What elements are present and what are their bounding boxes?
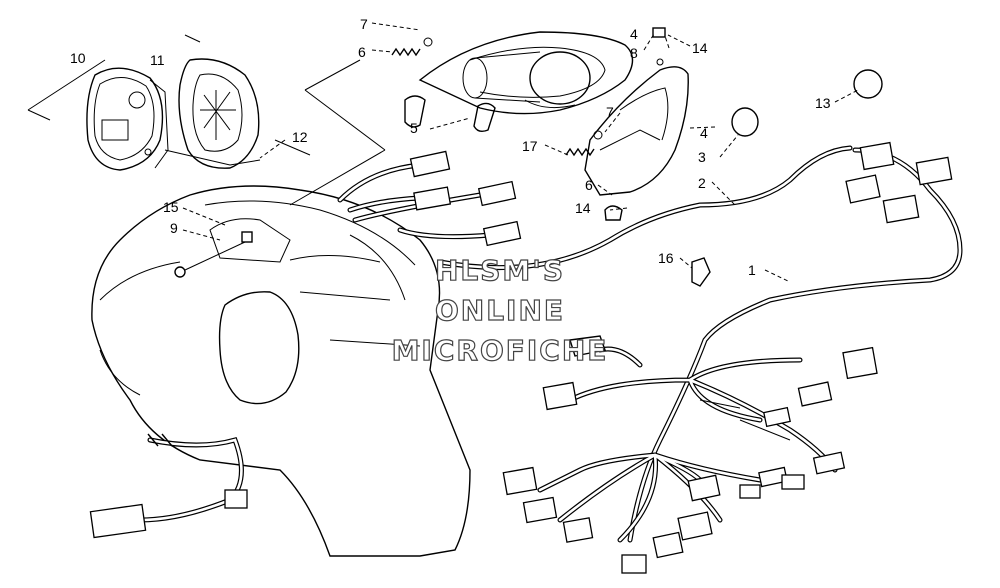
leader-lines	[182, 22, 859, 283]
spring-6b	[565, 147, 595, 157]
watermark-line-1: HLSM'S	[435, 254, 565, 287]
side-cowl-panel	[584, 58, 689, 196]
watermark: HLSM'S ONLINE MICROFICHE	[391, 253, 609, 367]
callout-8: 8	[630, 45, 638, 61]
callout-14a: 14	[692, 40, 708, 56]
callout-12: 12	[292, 129, 308, 145]
callout-14b: 14	[575, 200, 591, 216]
front-fairing	[91, 185, 471, 557]
watermark-line-2: ONLINE	[435, 294, 565, 327]
callout-7b: 7	[606, 104, 614, 120]
callout-2: 2	[698, 175, 706, 191]
clip-16	[691, 257, 711, 287]
cluster-bezel	[164, 58, 261, 169]
retaining-ring-13	[853, 69, 883, 99]
callout-3: 3	[698, 149, 706, 165]
bolt-9	[174, 231, 253, 278]
lower-left-harness	[89, 433, 248, 539]
retaining-ring-3	[731, 107, 759, 137]
callout-11: 11	[150, 52, 165, 68]
leader-box-cluster	[27, 34, 386, 206]
callout-1: 1	[748, 262, 756, 278]
nut-7a	[423, 37, 433, 47]
callout-17: 17	[522, 138, 538, 154]
watermark-line-3: MICROFICHE	[392, 334, 609, 367]
callout-10: 10	[70, 50, 86, 66]
callout-15: 15	[163, 199, 179, 215]
callout-5: 5	[410, 120, 418, 136]
bracket-14a	[652, 27, 666, 38]
spring-6a	[391, 47, 421, 57]
callout-labels: 1 2 3 4 4 5 6 6 7 7 8 9 10 11 12 13 14 1…	[70, 16, 831, 278]
callout-13: 13	[815, 95, 831, 111]
instrument-cluster	[86, 67, 169, 171]
callout-4a: 4	[630, 26, 638, 42]
main-wiring-harness	[437, 141, 963, 574]
callout-4b: 4	[700, 125, 708, 141]
callout-6a: 6	[358, 44, 366, 60]
bracket-14b	[604, 205, 623, 221]
callout-6b: 6	[585, 177, 593, 193]
nut-7b	[593, 130, 603, 140]
cluster-sub-harness	[337, 150, 522, 247]
callout-9: 9	[170, 220, 178, 236]
headlight-housing	[404, 31, 634, 133]
callout-7a: 7	[360, 16, 368, 32]
callout-16: 16	[658, 250, 674, 266]
